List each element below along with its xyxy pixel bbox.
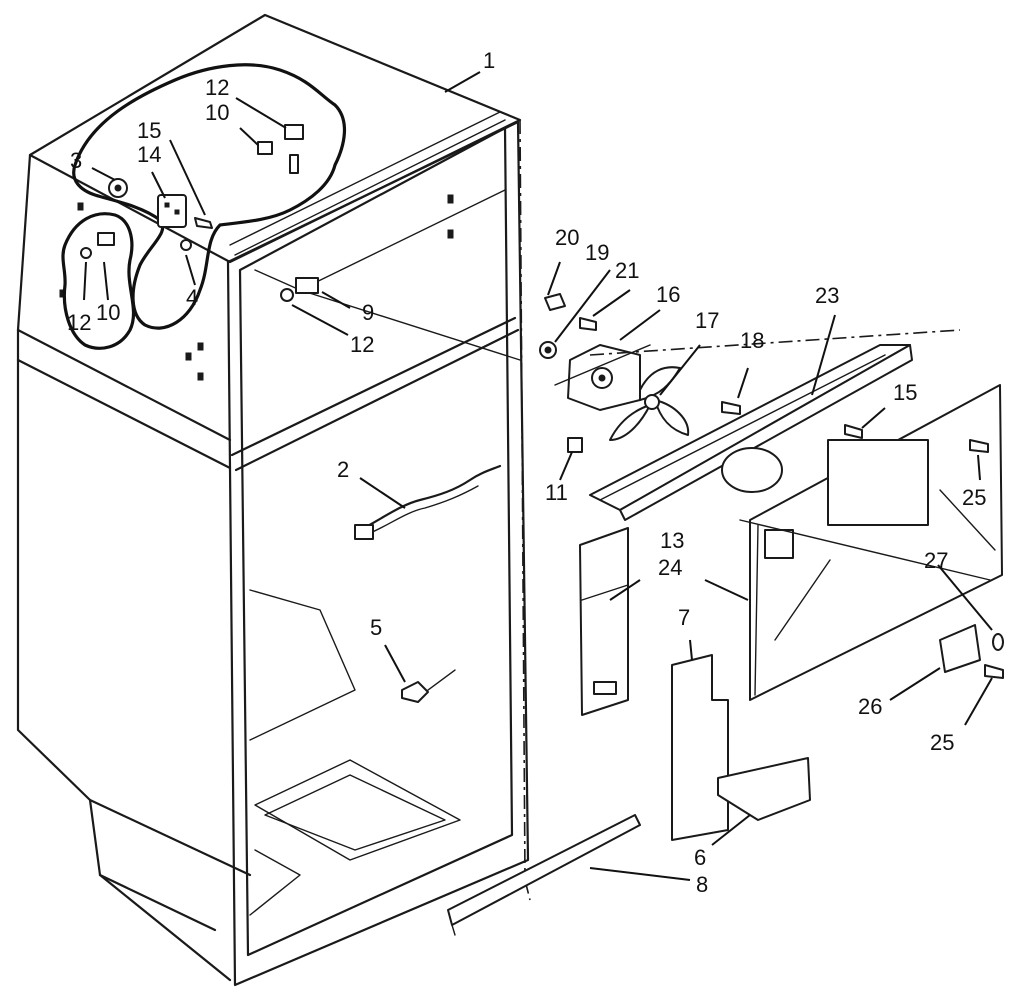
callout-17: 17 — [695, 308, 719, 333]
wire-harness-part — [354, 464, 502, 540]
callout-20: 20 — [555, 225, 579, 250]
callout-21: 21 — [615, 258, 639, 283]
callout-2: 2 — [337, 457, 349, 482]
callout-27: 27 — [924, 548, 948, 573]
fan-motor-part — [554, 344, 651, 411]
trim-strip-part-8 — [447, 814, 641, 936]
callout-12b: 12 — [67, 310, 91, 335]
callout-3: 3 — [70, 148, 82, 173]
screw-21 — [579, 317, 597, 331]
screw-25-lower — [984, 664, 1004, 679]
callout-9: 9 — [362, 300, 374, 325]
duct-part-13 — [579, 527, 629, 716]
grille-part — [589, 344, 913, 521]
light-socket-part — [401, 669, 456, 703]
insulation-part-7 — [671, 654, 729, 841]
grommet-19 — [539, 341, 557, 359]
callout-10b: 10 — [96, 300, 120, 325]
grommet-27 — [992, 633, 1004, 651]
assembly-centerline — [589, 329, 961, 356]
callout-23: 23 — [815, 283, 839, 308]
bracket-part-6 — [717, 757, 811, 821]
screw-18 — [721, 401, 741, 415]
screw-15-upper — [194, 217, 213, 229]
callout-11: 11 — [545, 480, 568, 505]
callout-24: 24 — [658, 555, 682, 580]
callout-16: 16 — [656, 282, 680, 307]
callout-15b: 15 — [893, 380, 917, 405]
callout-18: 18 — [740, 328, 764, 353]
callout-8: 8 — [696, 872, 708, 897]
cutaway-lower — [61, 212, 136, 350]
callout-25b: 25 — [930, 730, 954, 755]
callout-4: 4 — [186, 285, 198, 310]
fan-blade-part — [609, 366, 690, 441]
callout-1: 1 — [483, 48, 495, 73]
clip-frame — [280, 277, 319, 302]
callout-19: 19 — [585, 240, 609, 265]
screw-15-lower — [844, 424, 863, 439]
bushing-part-4 — [180, 239, 192, 251]
thermostat-part — [157, 194, 187, 228]
callout-7: 7 — [678, 605, 690, 630]
clip-11 — [567, 437, 583, 453]
callout-26: 26 — [858, 694, 882, 719]
bracket-part-26 — [939, 624, 981, 673]
callout-12a: 12 — [205, 75, 229, 100]
callout-12c: 12 — [350, 332, 374, 357]
callout-labels: 1 2 3 4 5 6 7 8 9 10 10 11 12 12 12 13 1… — [67, 48, 986, 897]
callout-15a: 15 — [137, 118, 161, 143]
leader-lines — [83, 71, 993, 881]
screw-25-upper — [969, 439, 989, 453]
callout-13: 13 — [660, 528, 684, 553]
evaporator-cover-part — [739, 384, 1003, 701]
callout-6: 6 — [694, 845, 706, 870]
knob-part — [108, 178, 128, 198]
clip-upper — [257, 124, 304, 174]
callout-5: 5 — [370, 615, 382, 640]
cabinet-liner — [16, 13, 531, 987]
callout-10a: 10 — [205, 100, 229, 125]
callout-25a: 25 — [962, 485, 986, 510]
grommet-20 — [544, 293, 566, 311]
callout-14: 14 — [137, 142, 161, 167]
clip-lower — [80, 232, 115, 259]
